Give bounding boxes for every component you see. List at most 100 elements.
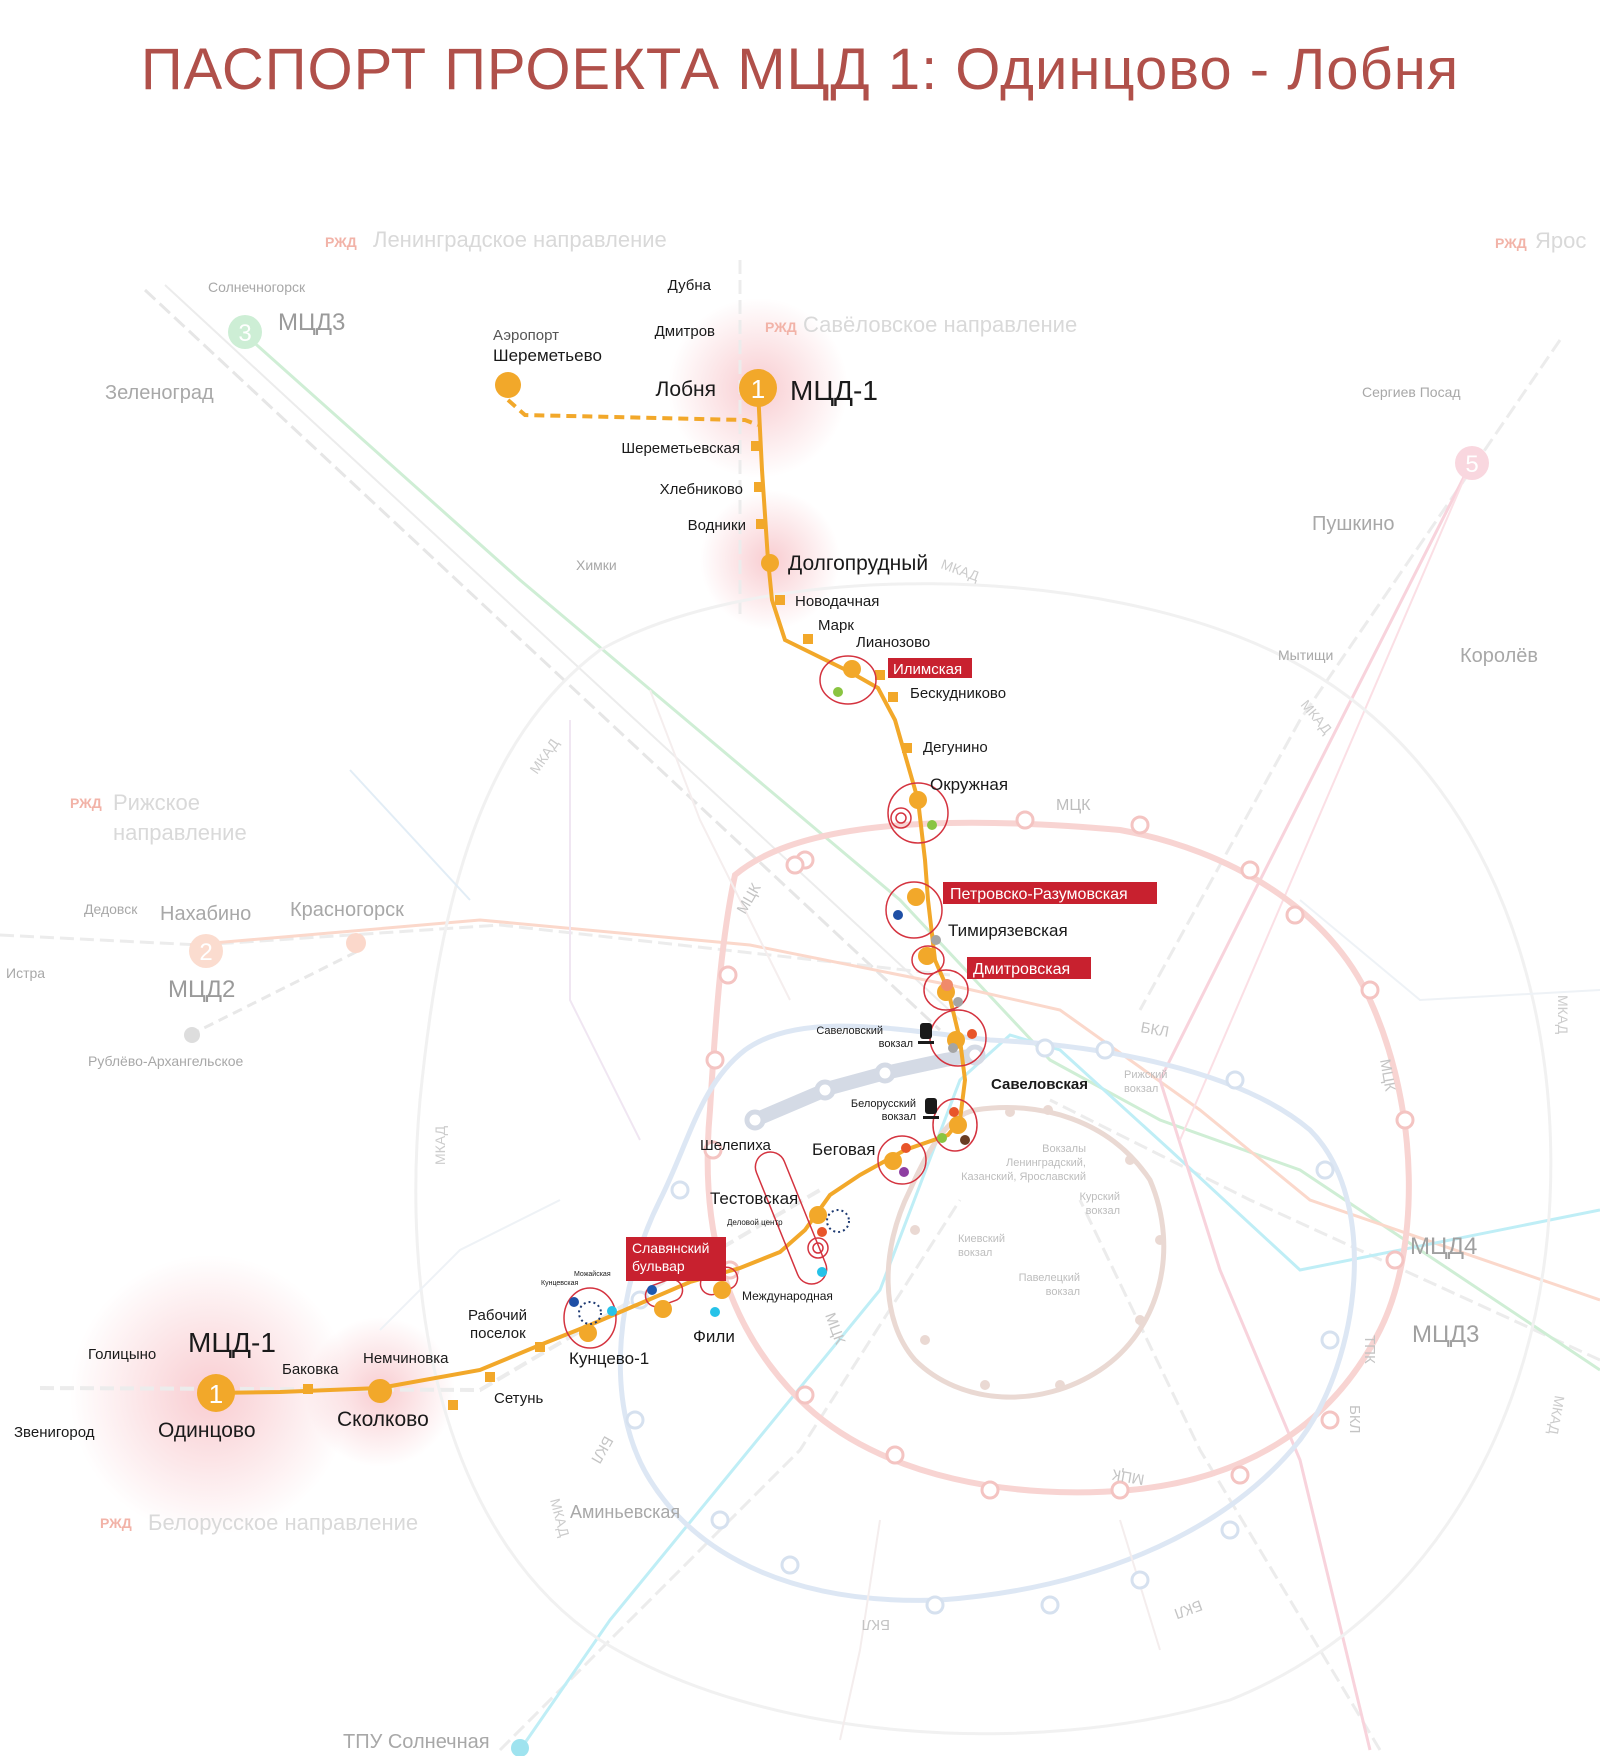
station-shelepikha: Шелепиха (700, 1137, 772, 1154)
label-mcd2: МЦД2 (168, 976, 235, 1003)
terminal-three-2: Ленинградский, (1006, 1157, 1086, 1169)
station-slavyansky-1: Славянский (632, 1240, 709, 1256)
rail-rizhskoe (0, 923, 951, 977)
nakhabino-dot (346, 933, 366, 953)
direction-leningradskoe: Ленинградское направление (373, 227, 667, 252)
station-lianozovo: Лианозово (856, 634, 930, 651)
tpu-dot (511, 1739, 529, 1756)
station-setun: Сетунь (494, 1390, 543, 1407)
rzd-logo: РЖД (325, 234, 357, 250)
place-aminyevskaya: Аминьевская (570, 1502, 680, 1522)
badge-mcd1-north: 1 (739, 369, 777, 407)
place-pushkino: Пушкино (1312, 513, 1395, 535)
terminal-rizhsky-2: вокзал (1124, 1083, 1158, 1095)
place-korolev: Королёв (1460, 645, 1538, 667)
place-dedovsk: Дедовск (84, 901, 138, 917)
station-airport-2: Шереметьево (493, 346, 602, 365)
rail-leningradskoe (143, 288, 942, 1032)
badge-mcd5: 5 (1455, 446, 1489, 480)
station-kuntsevskaya: Кунцевская (541, 1280, 579, 1287)
rail-kiev (498, 1199, 962, 1752)
terminal-three-3: Казанский, Ярославский (961, 1171, 1086, 1183)
place-sergiev-posad: Сергиев Посад (1362, 384, 1461, 400)
direction-savelovskoe: Савёловское направление (803, 312, 1077, 337)
label-mcd3-se: МЦД3 (1412, 1321, 1479, 1348)
station-golitsyno: Голицыно (88, 1346, 156, 1363)
terminal-savelovsky-2: вокзал (879, 1038, 913, 1050)
station-lobnya: Лобня (656, 378, 716, 401)
mcd5-line-b (1179, 464, 1471, 1141)
highlight-boxes (626, 658, 1157, 1281)
badge-mcd2: 2 (189, 934, 223, 968)
station-rabochy-2: поселок (470, 1325, 526, 1342)
station-odintsovo: Одинцово (158, 1419, 256, 1442)
rublevo-dot (184, 1027, 200, 1043)
grey-branch (748, 1048, 982, 1127)
terminal-three-1: Вокзалы (1042, 1143, 1086, 1155)
label-mck-sw: МЦК (821, 1311, 848, 1347)
station-rabochy-1: Рабочий (468, 1307, 527, 1324)
rail-kursk (1078, 1199, 1382, 1751)
label-mkad-east: МКАД (1555, 995, 1571, 1035)
station-okruzhnaya: Окружная (930, 775, 1008, 794)
station-airport-1: Аэропорт (493, 327, 559, 344)
place-zelenograd: Зеленоград (105, 382, 214, 404)
station-begovaya: Беговая (812, 1140, 875, 1159)
terminal-belorussky-2: вокзал (882, 1111, 916, 1123)
grey-branch-stations (744, 1044, 986, 1131)
station-delovoy-tsentr: Деловой центр (727, 1218, 783, 1227)
line-labels: МЦД-1 МЦД-1 МЦД3 МЦД2 МЦД4 МЦД3 МЦК МЦК … (168, 309, 1571, 1633)
mcd5-number: 5 (1465, 451, 1478, 478)
rzd-logo: РЖД (1495, 235, 1527, 251)
place-mytishchi: Мытищи (1278, 647, 1333, 663)
label-mck-west: МЦК (734, 880, 765, 917)
rail-terminals: Савеловский вокзал Белорусский вокзал Ри… (816, 1025, 1167, 1298)
station-mezhdunarodnaya: Международная (742, 1289, 833, 1303)
station-skolkovo: Сколково (337, 1408, 429, 1431)
koltsevaya-ring (885, 1105, 1167, 1400)
label-mcd4: МЦД4 (1410, 1233, 1477, 1260)
metro-transfer-dots (569, 687, 977, 1317)
mkad-ring (414, 582, 1553, 1736)
station-dmitrov: Дмитров (655, 323, 715, 340)
station-dubna: Дубна (668, 277, 712, 294)
mcd2-number: 2 (199, 939, 212, 966)
mcd5-line (1158, 464, 1472, 1751)
place-rublevo: Рублёво-Архангельское (88, 1053, 244, 1069)
direction-yaroslavskoe: Ярос (1535, 228, 1586, 253)
train-icon-savelovsky (918, 1023, 934, 1044)
terminal-paveletsky-1: Павелецкий (1019, 1272, 1080, 1284)
terminal-kursky-1: Курский (1079, 1191, 1120, 1203)
label-mkad-west: МКАД (432, 1125, 448, 1165)
place-tpu-solnechnaya: ТПУ Солнечная (343, 1731, 490, 1753)
station-zvenigorod: Звенигород (14, 1424, 95, 1441)
place-nakhabino: Нахабино (160, 903, 251, 925)
mcd4-line (518, 1033, 1600, 1751)
mcd2-line (189, 918, 1600, 1302)
terminal-belorussky-1: Белорусский (851, 1098, 916, 1110)
mcd1-ticks (303, 441, 912, 1410)
label-mkad-nw: МКАД (526, 735, 562, 777)
rail-yaroslavskoe (1138, 339, 1562, 1011)
label-bkl-west: БКЛ (587, 1433, 616, 1466)
station-dmitrovskaya: Дмитровская (973, 961, 1070, 978)
terminal-savelovsky-1: Савеловский (816, 1025, 883, 1037)
train-icon-belorussky (923, 1098, 939, 1119)
mcd1-stations-dots (368, 372, 967, 1403)
label-mck: МЦК (1056, 797, 1091, 814)
label-tpk: ТПК (1361, 1335, 1378, 1364)
label-mck-east: МЦК (1376, 1058, 1398, 1093)
rail-leningradskoe-2 (164, 284, 961, 1021)
station-degunino: Дегунино (923, 739, 988, 756)
mcd3-number: 3 (238, 320, 251, 347)
page-title: ПАСПОРТ ПРОЕКТА МЦД 1: Одинцово - Лобня (140, 37, 1460, 102)
station-slavyansky-2: бульвар (632, 1258, 685, 1274)
place-solnechnogorsk: Солнечногорск (208, 279, 306, 295)
station-savelovskaya: Савеловская (991, 1076, 1088, 1093)
rzd-logo: РЖД (100, 1515, 132, 1531)
station-novodachnaya: Новодачная (795, 593, 879, 610)
station-beskudnikovo: Бескудниково (910, 685, 1006, 702)
mcd1-number-north: 1 (751, 374, 765, 404)
terminal-kievsky-1: Киевский (958, 1233, 1005, 1245)
